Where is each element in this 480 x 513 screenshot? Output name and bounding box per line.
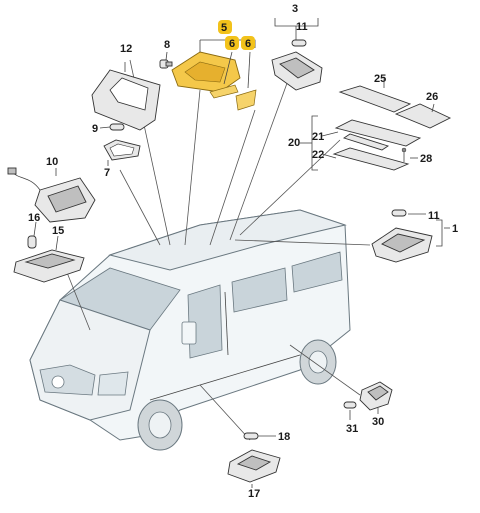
callout-31: 31 [346, 423, 358, 435]
callout-7: 7 [104, 167, 110, 179]
part-30-step-lamp [359, 381, 393, 411]
part-6-lenses [209, 51, 257, 111]
part-7-lens [103, 139, 141, 161]
callout-11-right: 11 [428, 210, 440, 222]
callout-22: 22 [312, 149, 324, 161]
part-28-screw [401, 147, 407, 162]
callout-25: 25 [374, 73, 386, 85]
part-16-bulb [27, 235, 37, 249]
part-21-light-strip [334, 119, 422, 151]
callout-18: 18 [278, 431, 290, 443]
callout-3: 3 [292, 3, 298, 15]
callout-6a-highlight [225, 36, 239, 50]
part-8-bulb [159, 51, 173, 69]
part-22-diffuser [332, 147, 410, 171]
part-3-dome-lamp [271, 18, 323, 91]
callout-1: 1 [452, 223, 458, 235]
callout-20: 20 [288, 137, 300, 149]
callout-21: 21 [312, 131, 324, 143]
callout-16: 16 [28, 212, 40, 224]
part-10-module [7, 167, 96, 223]
callout-5-highlight [218, 20, 232, 34]
part-12-console-frame [91, 62, 161, 131]
part-18-bulb [243, 432, 259, 440]
callout-8: 8 [164, 39, 170, 51]
callout-ticks [33, 78, 450, 488]
callout-9: 9 [92, 123, 98, 135]
part-31-bulb [343, 401, 357, 409]
part-26-cover [394, 103, 452, 129]
callout-11-top: 11 [296, 21, 308, 33]
callout-labels: 3 5 11 12 8 6 6 25 26 9 21 20 22 28 10 7… [28, 3, 458, 500]
callout-6b-highlight [241, 36, 255, 50]
callout-28: 28 [420, 153, 432, 165]
callout-12: 12 [120, 43, 132, 55]
part-17-lamp [227, 449, 281, 483]
callout-6b: 6 [245, 38, 251, 50]
part-15-lamp-unit [13, 249, 85, 283]
callout-30: 30 [372, 416, 384, 428]
callout-5: 5 [221, 22, 227, 34]
callout-17: 17 [248, 488, 260, 500]
van-illustration [29, 209, 351, 451]
callout-10: 10 [46, 156, 58, 168]
part-9-clip [109, 123, 125, 131]
part-25-bracket [338, 85, 412, 113]
callout-6a: 6 [229, 38, 235, 50]
callout-15: 15 [52, 225, 64, 237]
callout-26: 26 [426, 91, 438, 103]
part-1-lamp [371, 209, 443, 263]
